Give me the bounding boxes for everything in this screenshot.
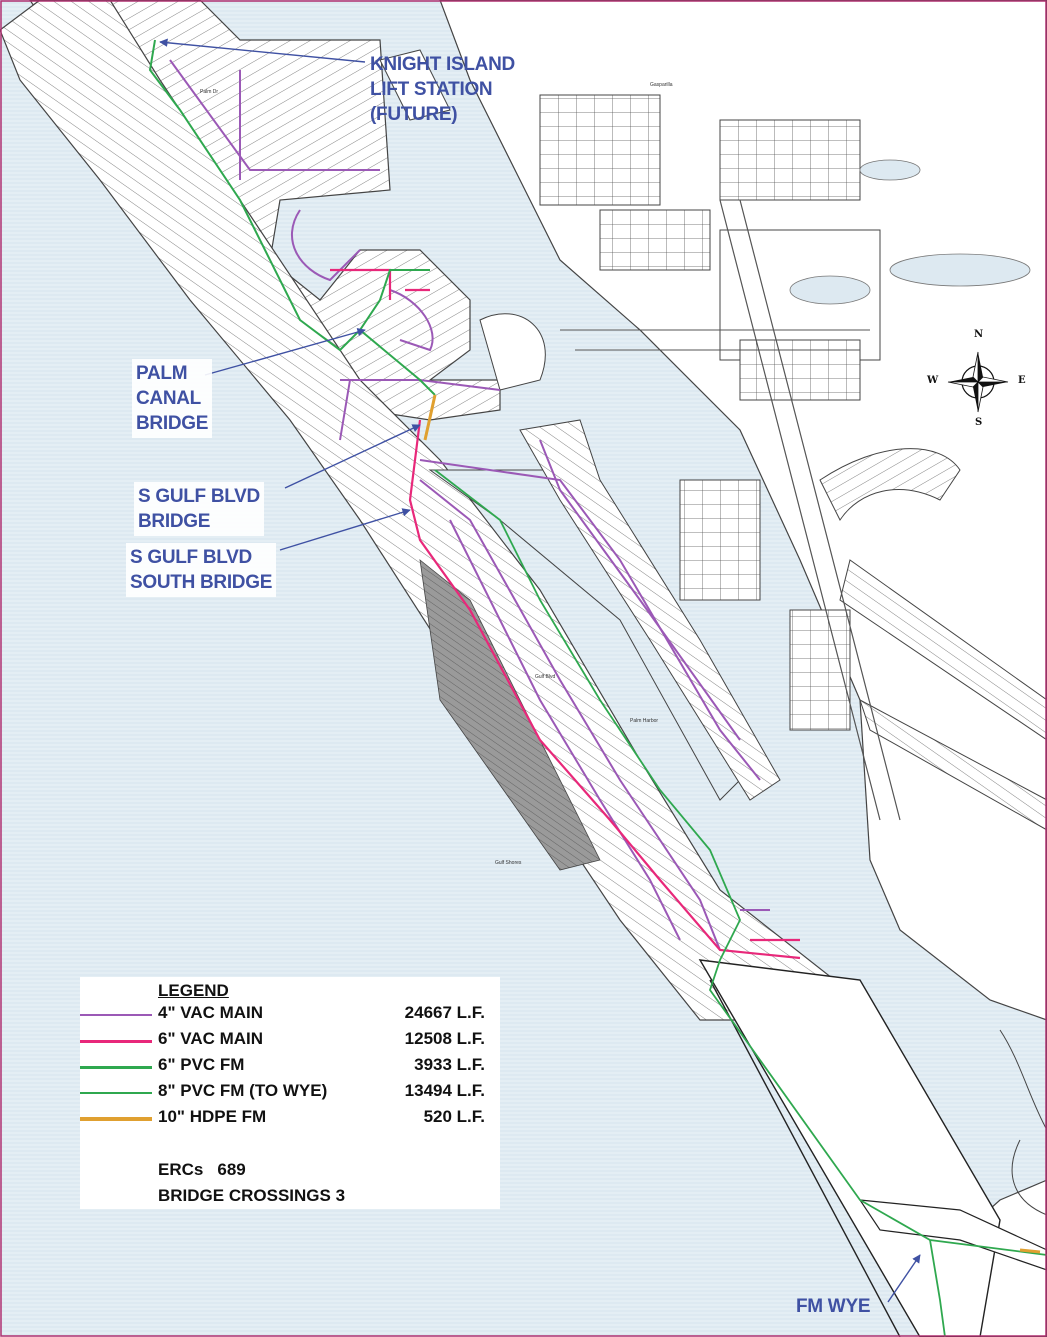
callout-line: BRIDGE	[138, 511, 211, 532]
legend-label: 6" VAC MAIN	[158, 1029, 264, 1048]
street-label: Gulf Shores	[495, 860, 522, 866]
shore-east	[1011, 1139, 1047, 1216]
callout-line: LIFT STATION	[370, 79, 493, 100]
legend-swatch	[80, 1014, 152, 1016]
mainland-parcels-1	[539, 94, 661, 206]
ercs-value: 689	[217, 1160, 246, 1179]
legend-swatch	[80, 1040, 152, 1043]
callout-line: PALM	[136, 363, 188, 384]
pond	[789, 275, 871, 305]
pond	[859, 159, 921, 181]
compass-w: W	[927, 375, 939, 386]
callout-knight-island: KNIGHT ISLAND LIFT STATION (FUTURE)	[370, 52, 515, 127]
legend-row: 4" VAC MAIN 24667 L.F.	[80, 1003, 490, 1027]
callout-line: CANAL	[136, 388, 201, 409]
island	[379, 49, 451, 121]
callout-line: SOUTH BRIDGE	[130, 572, 273, 593]
mainland-parcels-2	[719, 119, 861, 201]
legend-label: 10" HDPE FM	[158, 1107, 267, 1126]
pvc-fm-8in	[434, 469, 1047, 1337]
callout-line: KNIGHT ISLAND	[370, 54, 515, 75]
legend-row: 8" PVC FM (TO WYE) 13494 L.F.	[80, 1081, 490, 1105]
legend-ercs: ERCs 689	[158, 1160, 246, 1180]
legend-row: 10" HDPE FM 520 L.F.	[80, 1107, 490, 1131]
callout-arrows	[159, 38, 921, 1303]
island	[479, 313, 546, 391]
pvc-fm-6in	[148, 39, 436, 396]
legend-title: LEGEND	[158, 981, 229, 1000]
street-label: Palm Harbor	[630, 718, 658, 724]
legend-row: 6" PVC FM 3933 L.F.	[80, 1055, 490, 1079]
mainland-parcels-7	[679, 479, 761, 601]
legend-swatch	[80, 1066, 152, 1069]
street-label: Gasparilla	[650, 82, 673, 88]
callout-fm-wye: FM WYE	[796, 1294, 871, 1319]
legend-bridge-crossings: BRIDGE CROSSINGS 3	[158, 1186, 346, 1205]
road	[719, 199, 881, 821]
street-label: Gulf Blvd	[535, 674, 556, 680]
gulf-front-parcels	[419, 559, 601, 871]
legend-swatch	[80, 1117, 152, 1121]
wye-island	[858, 1199, 1047, 1271]
compass-s: S	[975, 417, 983, 428]
callout-palm-canal: PALM CANAL BRIDGE	[132, 359, 213, 438]
legend-label: 8" PVC FM (TO WYE)	[158, 1081, 328, 1100]
ercs-label: ERCs	[158, 1160, 204, 1179]
mainland-parcels-8	[819, 448, 961, 521]
legend-length: 3933 L.F.	[414, 1055, 485, 1074]
callout-line: (FUTURE)	[370, 104, 458, 125]
legend-length: 520 L.F.	[423, 1107, 485, 1126]
mainland	[439, 0, 1047, 1337]
street-label: Palm Dr	[200, 89, 218, 95]
legend-label: 4" VAC MAIN	[158, 1003, 264, 1022]
shore-east	[999, 1029, 1047, 1131]
legend-length: 13494 L.F.	[404, 1081, 485, 1100]
mainland-parcels-9	[839, 559, 1047, 741]
mainland-parcels-3	[599, 209, 711, 271]
mainland-parcels-6	[789, 609, 851, 731]
hdpe-fm-10in	[423, 394, 1041, 1254]
south-island	[698, 959, 1001, 1337]
road	[739, 199, 901, 821]
vac-main-4in	[169, 59, 770, 951]
legend-length: 24667 L.F.	[404, 1003, 485, 1022]
south-island-edge	[709, 979, 901, 1337]
mainland-parcels-10	[859, 698, 1047, 831]
legend-label: 6" PVC FM	[158, 1055, 245, 1074]
compass-n: N	[974, 329, 984, 340]
callout-line: FM WYE	[796, 1296, 871, 1317]
legend-swatch	[80, 1092, 152, 1094]
legend-length: 12508 L.F.	[404, 1029, 485, 1048]
compass-e: E	[1018, 375, 1026, 386]
legend: LEGEND 4" VAC MAIN 24667 L.F. 6" VAC MAI…	[80, 977, 500, 1209]
compass-rose	[947, 351, 1009, 413]
pond	[889, 253, 1031, 287]
callout-s-gulf-blvd-south: S GULF BLVD SOUTH BRIDGE	[126, 543, 277, 597]
legend-row: 6" VAC MAIN 12508 L.F.	[80, 1029, 490, 1053]
callout-line: S GULF BLVD	[130, 547, 252, 568]
callout-s-gulf-blvd-bridge: S GULF BLVD BRIDGE	[134, 482, 264, 536]
callout-line: BRIDGE	[136, 413, 209, 434]
callout-line: S GULF BLVD	[138, 486, 260, 507]
